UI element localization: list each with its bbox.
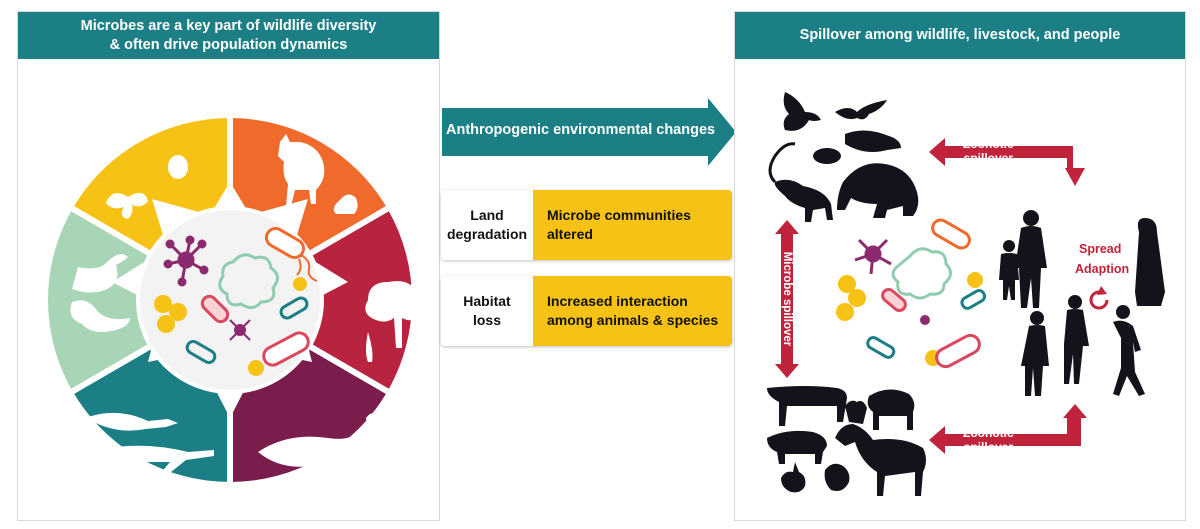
flower-icon (366, 332, 373, 362)
chip-land-value-line1: Microbe communities (547, 207, 691, 223)
chip-habitat-value-line1: Increased interaction (547, 293, 688, 309)
virus-icon (163, 235, 209, 287)
chip-land-value-line2: altered (547, 226, 593, 242)
platypus-icon (845, 130, 901, 152)
spillover-teal-rod2-icon (866, 336, 896, 359)
spillover-red-bacterium-icon (935, 333, 981, 369)
monkey-tail-icon (768, 142, 796, 184)
wildlife-diversity-panel: Microbes are a key part of wildlife dive… (17, 11, 440, 521)
rabbit-icon (781, 462, 806, 493)
microbe-cluster-left (154, 227, 318, 376)
duck-flying-icon (783, 92, 821, 131)
family-icon (999, 210, 1047, 308)
spillover-title: Spillover among wildlife, livestock, and… (735, 12, 1185, 59)
spillover-sun-icon (967, 272, 983, 288)
zoonotic-arrow-top (929, 138, 1085, 186)
zoonotic-top-line2: spillover (963, 151, 1013, 165)
chip-land-degradation-label: Land degradation (441, 190, 533, 260)
sheep-icon (867, 389, 915, 430)
chip-habitat-label-line2: loss (472, 312, 501, 328)
wildlife-diversity-title-line1: Microbes are a key part of wildlife dive… (80, 17, 377, 34)
wildlife-wheel (48, 112, 426, 488)
zoonotic-bottom-line1: Zoonotic (963, 426, 1014, 440)
adaption-label: Adaption (1075, 262, 1130, 276)
zoonotic-top-line1: Zoonotic (963, 137, 1014, 151)
spillover-orange-bacterium-icon (931, 218, 971, 250)
chip-land-label-line2: degradation (446, 226, 528, 242)
amoeba-icon (218, 253, 279, 309)
grass-icon (404, 342, 424, 364)
chip-land-degradation-value: Microbe communities altered (533, 190, 732, 260)
duck-standing-icon (845, 400, 867, 424)
spillover-small-virus-icon (920, 315, 930, 325)
arrow-label: Anthropogenic environmental changes (446, 122, 716, 138)
whale-icon (258, 428, 368, 467)
tree-icon (365, 281, 426, 348)
spillover-pink-rod-icon (881, 288, 907, 312)
microbe-spillover-arrow (775, 220, 799, 378)
rod-bacterium-icon (200, 294, 230, 324)
small-virus-icon (229, 319, 251, 341)
walking-people-icon (1021, 295, 1145, 396)
chimpanzee-icon (837, 163, 919, 218)
chip-land-degradation: Land degradation Microbe communities alt… (441, 190, 732, 260)
zoonotic-arrow-bottom (929, 404, 1087, 454)
spillover-diagram (767, 92, 1165, 496)
spread-label: Spread (1079, 242, 1122, 256)
wildlife-silhouettes (768, 92, 919, 222)
chip-habitat-value-line2: among animals & species (547, 312, 719, 328)
chicken-icon (824, 463, 850, 491)
spillover-teal-rod-icon (960, 289, 987, 310)
seabird-icon (366, 413, 380, 436)
microbe-spillover-label: Microbe spillover (781, 251, 793, 347)
cocci-icon (154, 295, 187, 333)
wildlife-diversity-title: Microbes are a key part of wildlife dive… (18, 12, 439, 59)
zoonotic-bottom-label: Zoonotic spillover (963, 426, 1014, 454)
pig-icon (767, 430, 827, 464)
lizard-icon (88, 412, 178, 431)
sun-microbe-icon (248, 277, 307, 376)
chip-habitat-loss-label: Habitat loss (441, 276, 533, 346)
chip-habitat-label-line1: Habitat (463, 293, 511, 309)
chip-habitat-loss-value: Increased interaction among animals & sp… (533, 276, 732, 346)
livestock-silhouettes (767, 386, 926, 496)
spillover-title-text: Spillover among wildlife, livestock, and… (799, 27, 1121, 43)
anthropogenic-arrow (442, 98, 736, 166)
cow-icon (767, 386, 847, 426)
red-bacterium-icon (262, 331, 310, 367)
tuatara-icon (108, 445, 214, 476)
wildlife-diversity-title-line2: & often drive population dynamics (109, 36, 348, 53)
monkey-icon (774, 179, 833, 222)
chip-land-label-line1: Land (470, 207, 504, 223)
spillover-panel: Spillover among wildlife, livestock, and… (734, 11, 1186, 521)
duck-icon (70, 300, 130, 332)
deer-icon (278, 134, 325, 206)
spillover-virus-icon (854, 238, 892, 275)
zoonotic-top-label: Zoonotic spillover (963, 137, 1014, 165)
bacterium-icon (264, 227, 318, 282)
people-silhouettes (999, 210, 1165, 396)
beetle-icon (168, 155, 188, 179)
teal-rods-icon (185, 296, 309, 364)
horse-icon (835, 424, 926, 496)
cycle-icon (1089, 286, 1109, 310)
heron-icon (72, 254, 128, 293)
spillover-cocci-icon (836, 275, 866, 321)
chip-habitat-loss: Habitat loss Increased interaction among… (441, 276, 732, 346)
mink-icon (333, 194, 358, 214)
moth-icon (106, 192, 148, 219)
rodent-icon (813, 148, 841, 164)
spillover-amoeba-icon (891, 247, 952, 300)
sector-silhouettes (70, 134, 426, 476)
bat-icon (835, 100, 887, 120)
spillover-microbes (836, 218, 987, 369)
woman-veil-icon (1135, 218, 1165, 306)
zoonotic-bottom-line2: spillover (963, 440, 1013, 454)
